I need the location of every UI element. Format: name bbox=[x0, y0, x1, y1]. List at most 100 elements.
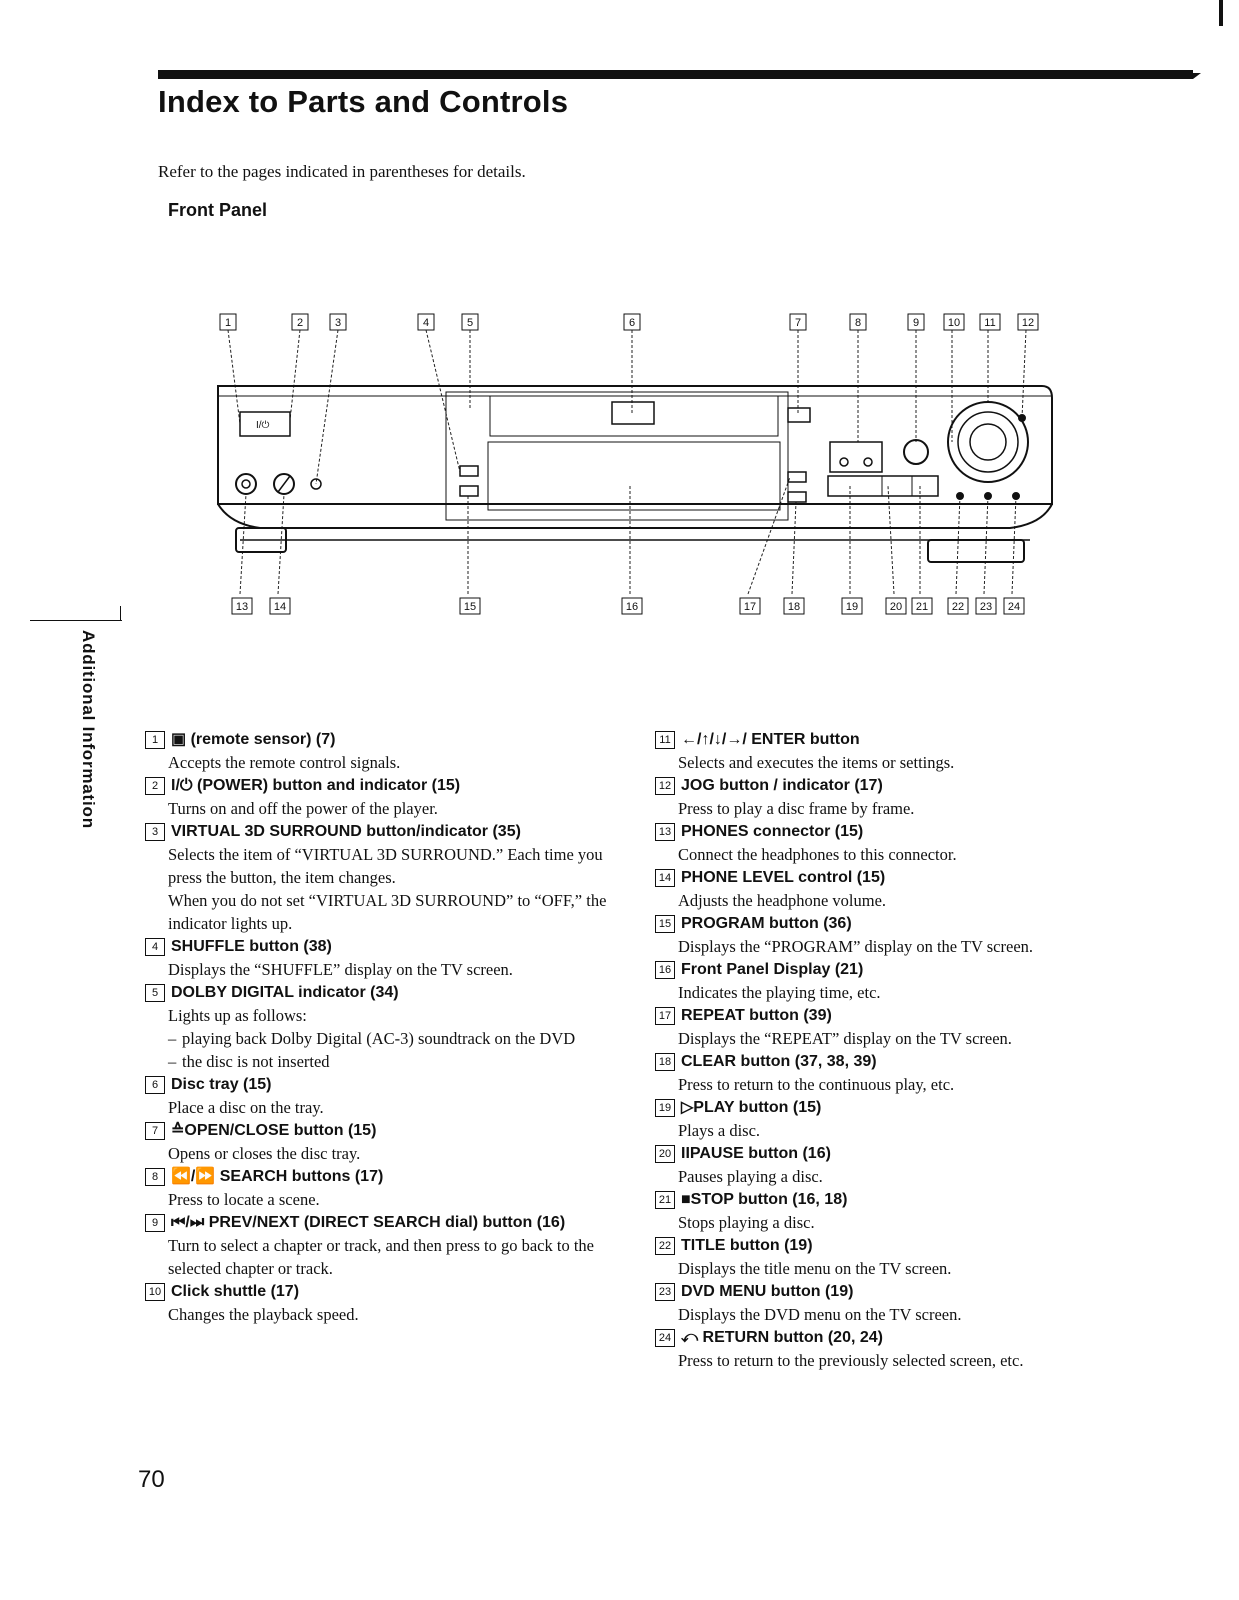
leader-line bbox=[1011, 495, 1017, 595]
part-item: 19 ▷PLAY button (15) Plays a disc. bbox=[655, 1096, 1115, 1142]
edge-mark bbox=[1219, 0, 1223, 26]
part-heading: 19 ▷PLAY button (15) bbox=[655, 1096, 1115, 1119]
leader-line bbox=[315, 329, 339, 485]
description-line: Plays a disc. bbox=[678, 1121, 761, 1140]
part-title: ▷PLAY button (15) bbox=[681, 1099, 822, 1116]
part-description: Selects the item of “VIRTUAL 3D SURROUND… bbox=[145, 843, 615, 935]
callout-number: 17 bbox=[744, 601, 756, 613]
part-description: Displays the “PROGRAM” display on the TV… bbox=[655, 935, 1115, 958]
callout-number: 15 bbox=[464, 601, 476, 613]
part-heading: 5 DOLBY DIGITAL indicator (34) bbox=[145, 981, 615, 1004]
callout-number: 13 bbox=[236, 601, 248, 613]
side-tab-line bbox=[30, 620, 122, 621]
part-description: Selects and executes the items or settin… bbox=[655, 751, 1115, 774]
part-heading: 1▣ (remote sensor) (7) bbox=[145, 728, 615, 751]
power-label: I/⏻ bbox=[256, 420, 270, 431]
page-title: Index to Parts and Controls bbox=[158, 84, 569, 119]
part-number-box: 8 bbox=[145, 1168, 165, 1186]
part-number-box: 9 bbox=[145, 1214, 165, 1232]
part-title: ⏮/⏭ PREV/NEXT (DIRECT SEARCH dial) butto… bbox=[171, 1214, 566, 1231]
callout-box bbox=[947, 597, 969, 615]
leader-line bbox=[239, 493, 247, 595]
left-column: 1▣ (remote sensor) (7) Accepts the remote… bbox=[145, 728, 615, 1326]
callout-number: 18 bbox=[788, 601, 800, 613]
callout-number: 16 bbox=[626, 601, 638, 613]
part-number-box: 1 bbox=[145, 731, 165, 749]
part-title: IIPAUSE button (16) bbox=[681, 1145, 831, 1162]
callout-box bbox=[885, 597, 907, 615]
part-title: ⏪/⏩ SEARCH buttons (17) bbox=[171, 1168, 384, 1185]
part-heading: 16 Front Panel Display (21) bbox=[655, 958, 1115, 981]
part-number-box: 19 bbox=[655, 1099, 675, 1117]
part-heading: 21■STOP button (16, 18) bbox=[655, 1188, 1115, 1211]
part-number-box: 4 bbox=[145, 938, 165, 956]
part-description: Displays the DVD menu on the TV screen. bbox=[655, 1303, 1115, 1326]
part-description: Press to play a disc frame by frame. bbox=[655, 797, 1115, 820]
description-line: Press to locate a scene. bbox=[168, 1190, 320, 1209]
description-line: Stops playing a disc. bbox=[678, 1213, 815, 1232]
callout-number: 7 bbox=[795, 317, 801, 329]
leader-line bbox=[289, 329, 301, 421]
description-line: Displays the title menu on the TV screen… bbox=[678, 1259, 952, 1278]
description-line: Turn to select a chapter or track, and t… bbox=[168, 1236, 594, 1278]
part-title: PHONES connector (15) bbox=[681, 823, 864, 840]
part-title: PROGRAM button (36) bbox=[681, 915, 852, 932]
callout-number: 20 bbox=[890, 601, 902, 613]
callout-box bbox=[979, 313, 1001, 331]
description-line: Selects and executes the items or settin… bbox=[678, 753, 955, 772]
part-item: 8 ⏪/⏩ SEARCH buttons (17) Press to locate … bbox=[145, 1165, 615, 1211]
callout-number: 1 bbox=[225, 317, 231, 329]
part-number-box: 20 bbox=[655, 1145, 675, 1163]
part-number-box: 23 bbox=[655, 1283, 675, 1301]
part-description: Accepts the remote control signals. bbox=[145, 751, 615, 774]
part-description: Press to locate a scene. bbox=[145, 1188, 615, 1211]
description-line: Accepts the remote control signals. bbox=[168, 753, 401, 772]
description-line: Displays the “REPEAT” display on the TV … bbox=[678, 1029, 1012, 1048]
part-number-box: 22 bbox=[655, 1237, 675, 1255]
part-number-box: 5 bbox=[145, 984, 165, 1002]
part-item: 24⤺ RETURN button (20, 24)Press to retur… bbox=[655, 1326, 1115, 1372]
description-line: Lights up as follows: bbox=[168, 1006, 307, 1025]
callout-number: 3 bbox=[335, 317, 341, 329]
part-number-box: 14 bbox=[655, 869, 675, 887]
part-number-box: 12 bbox=[655, 777, 675, 795]
part-description: Place a disc on the tray. bbox=[145, 1096, 615, 1119]
description-line: Displays the “SHUFFLE” display on the TV… bbox=[168, 960, 513, 979]
part-number-box: 16 bbox=[655, 961, 675, 979]
callout-number: 4 bbox=[423, 317, 429, 329]
description-line: Selects the item of “VIRTUAL 3D SURROUND… bbox=[168, 845, 603, 887]
part-description: Turn to select a chapter or track, and t… bbox=[145, 1234, 615, 1280]
description-line: Adjusts the headphone volume. bbox=[678, 891, 887, 910]
callout-number: 23 bbox=[980, 601, 992, 613]
leader-line bbox=[1021, 329, 1027, 419]
leader-line bbox=[425, 329, 461, 473]
part-description: Opens or closes the disc tray. bbox=[145, 1142, 615, 1165]
part-description: Press to return to the continuous play, … bbox=[655, 1073, 1115, 1096]
part-item: 1▣ (remote sensor) (7) Accepts the remote… bbox=[145, 728, 615, 774]
part-description: Displays the title menu on the TV screen… bbox=[655, 1257, 1115, 1280]
part-item: 7≙OPEN/CLOSE button (15)Opens or closes … bbox=[145, 1119, 615, 1165]
part-title: Front Panel Display (21) bbox=[681, 961, 864, 978]
part-heading: 20 IIPAUSE button (16) bbox=[655, 1142, 1115, 1165]
part-number-box: 10 bbox=[145, 1283, 165, 1301]
callout-box bbox=[1017, 313, 1039, 331]
part-heading: 7≙OPEN/CLOSE button (15) bbox=[145, 1119, 615, 1142]
part-number-box: 13 bbox=[655, 823, 675, 841]
part-title: DOLBY DIGITAL indicator (34) bbox=[171, 984, 399, 1001]
part-number-box: 7 bbox=[145, 1122, 165, 1140]
part-description: Plays a disc. bbox=[655, 1119, 1115, 1142]
callout-box bbox=[911, 597, 933, 615]
callout-number: 12 bbox=[1022, 317, 1034, 329]
part-title: VIRTUAL 3D SURROUND button/indicator (35… bbox=[171, 823, 521, 840]
